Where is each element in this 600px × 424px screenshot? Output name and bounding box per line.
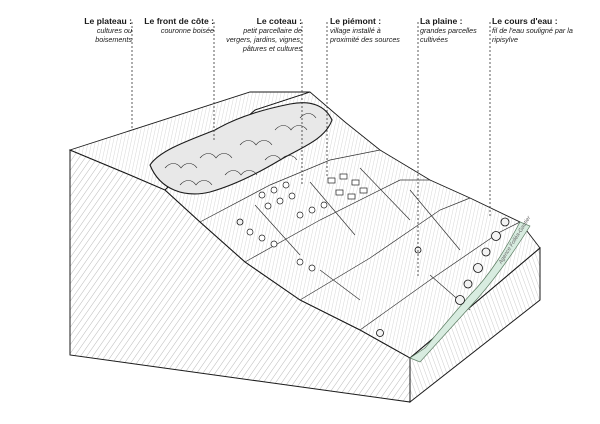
- label-cours-title: Le cours d'eau :: [492, 16, 558, 26]
- label-piemont-title: Le piémont :: [330, 16, 382, 26]
- parcel-lines: [199, 149, 521, 331]
- label-piemont: Le piémont : village installé à proximit…: [330, 16, 404, 44]
- label-plateau-desc: cultures ou boisements: [95, 26, 132, 44]
- crown-texture: [164, 113, 317, 186]
- label-plaine-desc: grandes parcelles cultivées: [420, 26, 477, 44]
- label-plateau-title: Le plateau :: [84, 16, 132, 26]
- ripisylve: [236, 217, 510, 337]
- label-cours-desc: fil de l'eau souligné par la ripisylve: [492, 26, 573, 44]
- label-coteau: Le coteau : petit parcellaire de vergers…: [222, 16, 302, 53]
- label-plaine-title: La plaine :: [420, 16, 463, 26]
- label-front-title: Le front de côte :: [144, 16, 214, 26]
- label-coteau-title: Le coteau :: [256, 16, 302, 26]
- label-front-desc: couronne boisée: [160, 26, 214, 35]
- label-piemont-desc: village installé à proximité des sources: [330, 26, 400, 44]
- label-plaine: La plaine : grandes parcelles cultivées: [420, 16, 484, 44]
- orchard-trees: [246, 181, 328, 272]
- leader-lines: [131, 22, 491, 278]
- river: [409, 221, 531, 363]
- label-front-de-cote: Le front de côte : couronne boisée: [140, 16, 214, 35]
- label-cours-d-eau: Le cours d'eau : fil de l'eau souligné p…: [492, 16, 580, 44]
- wooded-crown: [149, 102, 333, 195]
- label-plateau: Le plateau : cultures ou boisements: [84, 16, 132, 44]
- village: [327, 173, 368, 200]
- label-coteau-desc: petit parcellaire de vergers, jardins, v…: [226, 26, 302, 53]
